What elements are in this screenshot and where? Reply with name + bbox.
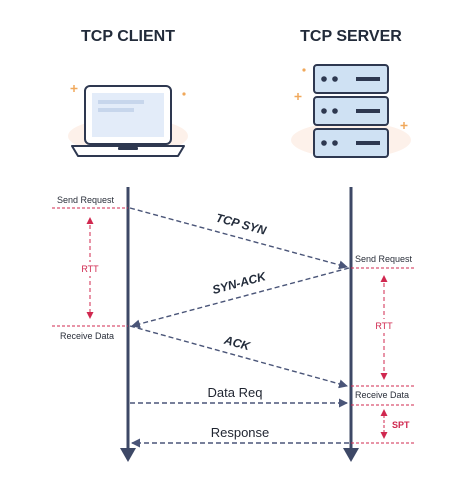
client-header: TCP CLIENT	[81, 28, 175, 45]
server-rtt-label: RTT	[375, 321, 393, 331]
ack-arrow	[129, 325, 348, 389]
server-lifeline	[343, 187, 359, 462]
response-label: Response	[211, 425, 270, 440]
syn-ack-arrow	[131, 267, 350, 329]
syn-label: TCP SYN	[214, 211, 268, 238]
server-header: TCP SERVER	[300, 28, 402, 45]
server-rack-icon	[291, 64, 411, 158]
client-lifeline	[120, 187, 136, 462]
syn-ack-label: SYN-ACK	[211, 269, 269, 297]
server-spt-label: SPT	[392, 420, 410, 430]
data-req-label: Data Req	[208, 385, 263, 400]
syn-arrow	[129, 207, 348, 270]
laptop-icon	[68, 85, 188, 157]
client-receive-data-label: Receive Data	[60, 331, 114, 341]
client-send-request-label: Send Request	[57, 195, 115, 205]
ack-label: ACK	[222, 333, 253, 354]
client-rtt-label: RTT	[81, 264, 99, 274]
server-receive-data-label: Receive Data	[355, 390, 409, 400]
server-send-request-label: Send Request	[355, 254, 413, 264]
